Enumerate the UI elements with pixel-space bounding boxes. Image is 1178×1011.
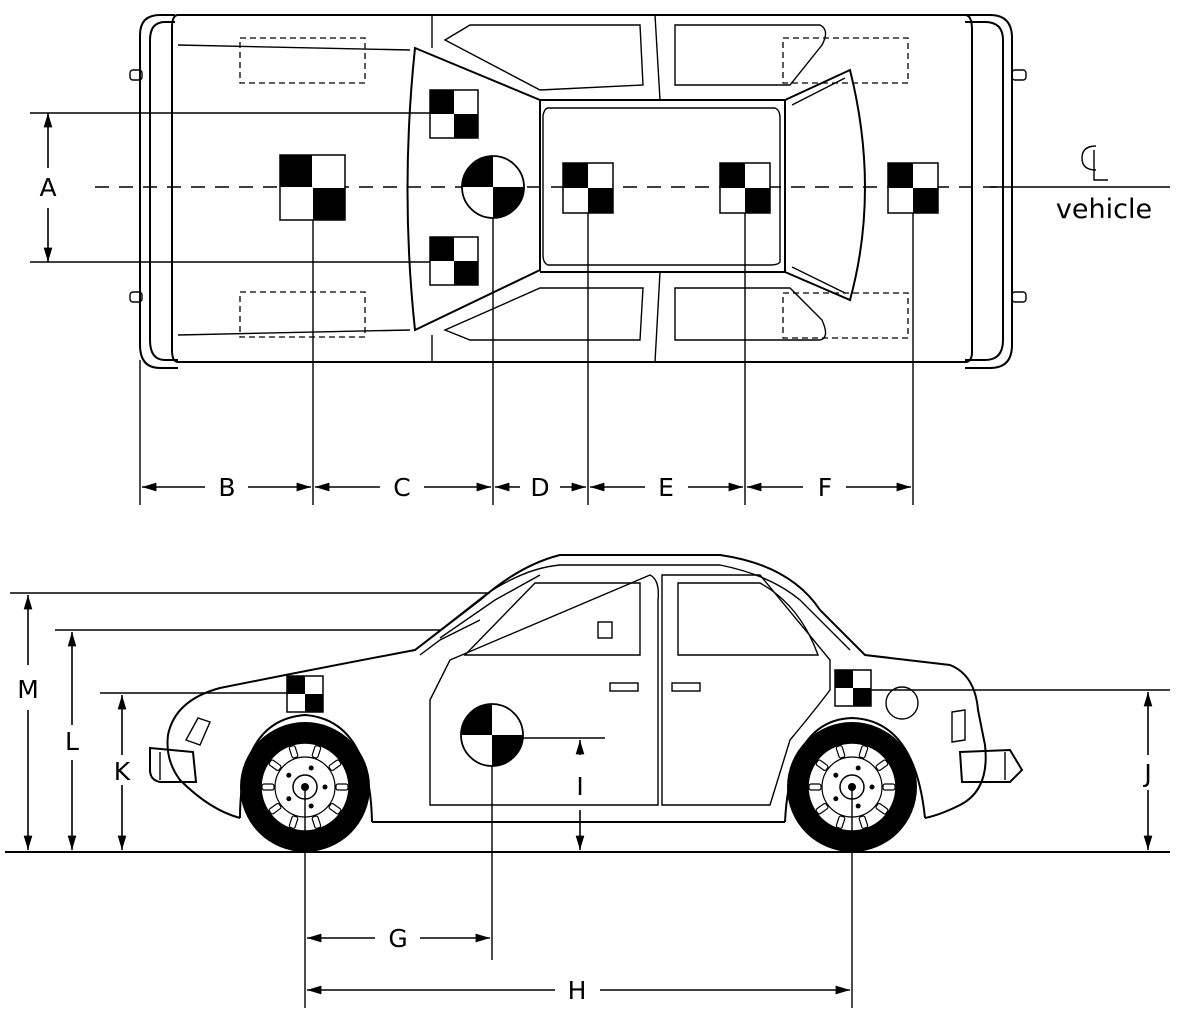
- centerline-label: vehicle: [1056, 194, 1152, 225]
- lug-nut: [322, 784, 328, 790]
- rear-lamp-dashed: [239, 37, 366, 84]
- rear-right-window: [443, 287, 644, 341]
- wheel-slot: [268, 759, 282, 772]
- cg-marker-side: [460, 703, 524, 767]
- label-k: K: [114, 757, 131, 786]
- target-top-6: [887, 162, 939, 214]
- wheel-slot: [311, 815, 322, 829]
- wheel-slot: [328, 759, 342, 772]
- label-h: H: [568, 976, 587, 1005]
- wheel-slot: [268, 802, 282, 815]
- label-f: F: [818, 473, 832, 502]
- wheel-slot: [311, 745, 322, 759]
- wheel-slot: [808, 783, 822, 791]
- wheel-slot: [858, 745, 869, 759]
- wheel-slot: [328, 802, 342, 815]
- side-view: M L K I J G H: [5, 554, 1170, 1008]
- wheel-slot: [288, 745, 299, 759]
- wheel-slot: [815, 802, 829, 815]
- label-l: L: [65, 727, 79, 756]
- label-j: J: [1142, 759, 1151, 788]
- front-side-window: [463, 582, 641, 656]
- top-view: A vehicle: [30, 14, 1170, 505]
- wheel-slot: [875, 759, 889, 772]
- wheel-slot: [835, 745, 846, 759]
- front-wheel: [240, 722, 370, 852]
- label-d: D: [530, 473, 549, 502]
- label-a: A: [39, 173, 56, 202]
- front-door-handle: [609, 682, 639, 692]
- wheel-slot: [335, 783, 349, 791]
- target-side-front: [286, 675, 324, 713]
- label-b: B: [218, 473, 235, 502]
- label-g: G: [388, 924, 407, 953]
- lug-nut: [308, 765, 314, 771]
- wheel-slot: [815, 759, 829, 772]
- lug-nut: [833, 772, 839, 778]
- wheel-slot: [875, 802, 889, 815]
- target-top-1: [279, 154, 346, 221]
- lug-nut: [869, 784, 875, 790]
- target-top-2: [429, 89, 479, 139]
- lug-nut: [855, 803, 861, 809]
- label-m: M: [17, 675, 39, 704]
- lug-nut: [286, 772, 292, 778]
- cg-marker-top: [461, 155, 525, 219]
- rear-window: [406, 46, 541, 332]
- wheel-slot: [882, 783, 896, 791]
- label-c: C: [393, 473, 410, 502]
- fuel-cap: [885, 686, 919, 720]
- wheel-slot: [835, 815, 846, 829]
- rear-wheel: [787, 722, 917, 852]
- front-left-window: [674, 24, 827, 86]
- windshield: [784, 68, 866, 302]
- lug-nut: [833, 796, 839, 802]
- target-top-4: [562, 162, 614, 214]
- mirror: [597, 621, 613, 639]
- side-body-outline: [166, 554, 987, 819]
- lug-nut: [855, 765, 861, 771]
- label-i: I: [576, 772, 583, 801]
- centerline-symbol: [1081, 145, 1108, 181]
- rear-bumper-top: [139, 14, 178, 369]
- target-top-5: [719, 162, 771, 214]
- rear-bumper-side: [958, 748, 1024, 783]
- wheel-slot: [261, 783, 275, 791]
- front-right-window: [674, 287, 827, 341]
- roof-panel: [542, 107, 781, 266]
- rear-door: [661, 574, 831, 806]
- target-top-3: [429, 236, 479, 286]
- label-e: E: [658, 473, 674, 502]
- lug-nut: [286, 796, 292, 802]
- rear-left-window: [443, 24, 644, 91]
- wheel-slot: [858, 815, 869, 829]
- front-door: [429, 574, 660, 806]
- rear-door-handle: [671, 682, 701, 692]
- front-bumper-side: [149, 746, 198, 783]
- headlamp-dashed: [782, 37, 909, 84]
- wheel-slot: [288, 815, 299, 829]
- target-side-rear: [834, 669, 872, 707]
- rear-side-window: [677, 582, 819, 656]
- front-bumper-top: [965, 14, 1013, 369]
- lug-nut: [308, 803, 314, 809]
- body-outline-top: [171, 14, 973, 363]
